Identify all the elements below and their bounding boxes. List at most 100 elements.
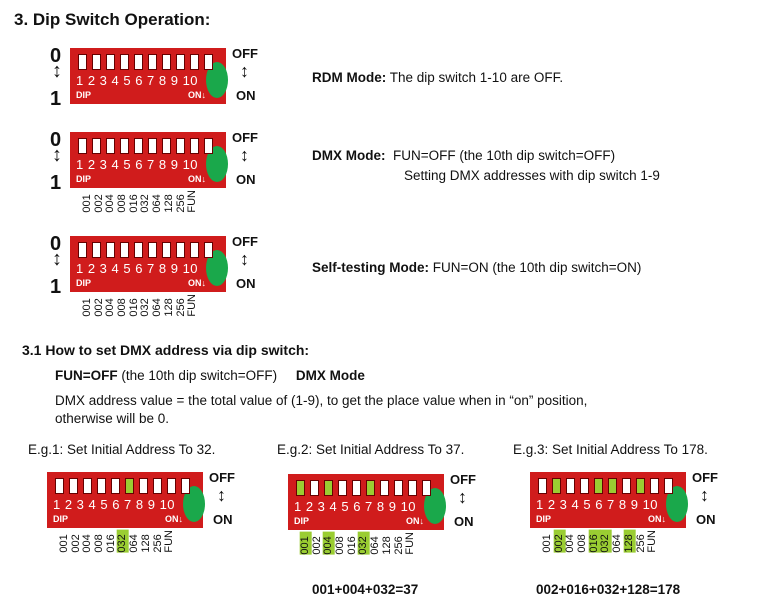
one-label: 1 (50, 172, 62, 194)
switch-key-7 (162, 242, 171, 258)
up-down-arrow-icon: ↕ (52, 60, 62, 82)
switch-numbers: 1 2 3 4 5 6 7 8 9 10 (76, 73, 199, 88)
sub-heading: 3.1 How to set DMX address via dip switc… (22, 342, 310, 358)
switch-key-6 (148, 54, 157, 70)
off-label: OFF (692, 470, 718, 485)
switch-key-8 (636, 478, 645, 494)
up-down-arrow-icon: ↕ (240, 61, 249, 81)
mode-dmx-line2: Setting DMX addresses with dip switch 1-… (404, 168, 660, 183)
switch-key-5 (594, 478, 603, 494)
switch-key-9 (408, 480, 417, 496)
on-indicator (183, 486, 205, 522)
zero-label: 0 (50, 129, 62, 151)
on-small-label: ON↓ (406, 516, 424, 526)
zero-label: 0 (50, 233, 62, 255)
on-indicator (666, 486, 688, 522)
switch-key-9 (650, 478, 659, 494)
mode-selftest: Self-testing Mode: FUN=ON (the 10th dip … (312, 260, 642, 275)
switch-key-3 (106, 138, 115, 154)
switch-key-4 (120, 54, 129, 70)
switch-key-2 (92, 242, 101, 258)
switch-key-10 (664, 478, 673, 494)
switch-key-1 (78, 242, 87, 258)
dip-label: DIP (53, 514, 69, 524)
switch-key-1 (55, 478, 64, 494)
up-down-arrow-icon: ↕ (52, 144, 62, 166)
switch-key-4 (580, 478, 589, 494)
switch-key-6 (148, 242, 157, 258)
switch-key-5 (134, 138, 143, 154)
on-label: ON (213, 512, 233, 527)
switch-key-2 (92, 54, 101, 70)
switch-key-5 (134, 242, 143, 258)
switch-keys (78, 242, 218, 258)
switch-key-4 (97, 478, 106, 494)
example-2-title: E.g.2: Set Initial Address To 37. (277, 442, 465, 457)
example-2-formula: 001+004+032=37 (312, 582, 419, 597)
switch-key-2 (552, 478, 561, 494)
switch-key-9 (190, 54, 199, 70)
switch-key-5 (134, 54, 143, 70)
example-3-title: E.g.3: Set Initial Address To 178. (513, 442, 708, 457)
switch-key-2 (310, 480, 319, 496)
switch-key-8 (176, 138, 185, 154)
switch-numbers: 1 2 3 4 5 6 7 8 9 10 (53, 497, 176, 512)
up-down-arrow-icon: ↕ (217, 485, 226, 505)
switch-key-8 (176, 54, 185, 70)
switch-key-3 (106, 54, 115, 70)
on-label: ON (454, 514, 474, 529)
switch-key-8 (176, 242, 185, 258)
on-small-label: ON↓ (165, 514, 183, 524)
dip-label: DIP (536, 514, 552, 524)
switch-key-6 (148, 138, 157, 154)
switch-key-1 (78, 138, 87, 154)
switch-keys (538, 478, 678, 494)
switch-key-3 (324, 480, 333, 496)
off-label: OFF (450, 472, 476, 487)
switch-key-2 (69, 478, 78, 494)
switch-keys (78, 138, 218, 154)
switch-key-7 (380, 480, 389, 496)
switch-key-1 (538, 478, 547, 494)
switch-keys (296, 480, 436, 496)
up-down-arrow-icon: ↕ (700, 485, 709, 505)
up-down-arrow-icon: ↕ (240, 145, 249, 165)
switch-key-4 (120, 242, 129, 258)
switch-key-1 (78, 54, 87, 70)
switch-key-10 (204, 242, 213, 258)
switch-keys (78, 54, 218, 70)
switch-key-5 (111, 478, 120, 494)
switch-key-7 (622, 478, 631, 494)
dip-label: DIP (76, 90, 92, 100)
on-indicator (424, 488, 446, 524)
switch-key-10 (204, 138, 213, 154)
mode-dmx: DMX Mode: FUN=OFF (the 10th dip switch=O… (312, 148, 616, 163)
example-1-title: E.g.1: Set Initial Address To 32. (28, 442, 216, 457)
mode-rdm: RDM Mode: The dip switch 1-10 are OFF. (312, 70, 564, 85)
switch-key-7 (162, 138, 171, 154)
switch-key-10 (204, 54, 213, 70)
switch-key-10 (422, 480, 431, 496)
up-down-arrow-icon: ↕ (240, 249, 249, 269)
switch-key-7 (139, 478, 148, 494)
switch-key-6 (608, 478, 617, 494)
switch-key-1 (296, 480, 305, 496)
switch-key-3 (566, 478, 575, 494)
off-label: OFF (209, 470, 235, 485)
description-line-1: DMX address value = the total value of (… (55, 393, 588, 408)
example-3-formula: 002+016+032+128=178 (536, 582, 681, 597)
one-label: 1 (50, 88, 62, 110)
on-indicator (206, 62, 228, 98)
one-label: 1 (50, 276, 62, 298)
switch-key-6 (125, 478, 134, 494)
switch-key-5 (352, 480, 361, 496)
switch-key-8 (394, 480, 403, 496)
description-line-2: otherwise will be 0. (55, 411, 170, 426)
switch-key-2 (92, 138, 101, 154)
switch-key-3 (83, 478, 92, 494)
on-label: ON (696, 512, 716, 527)
